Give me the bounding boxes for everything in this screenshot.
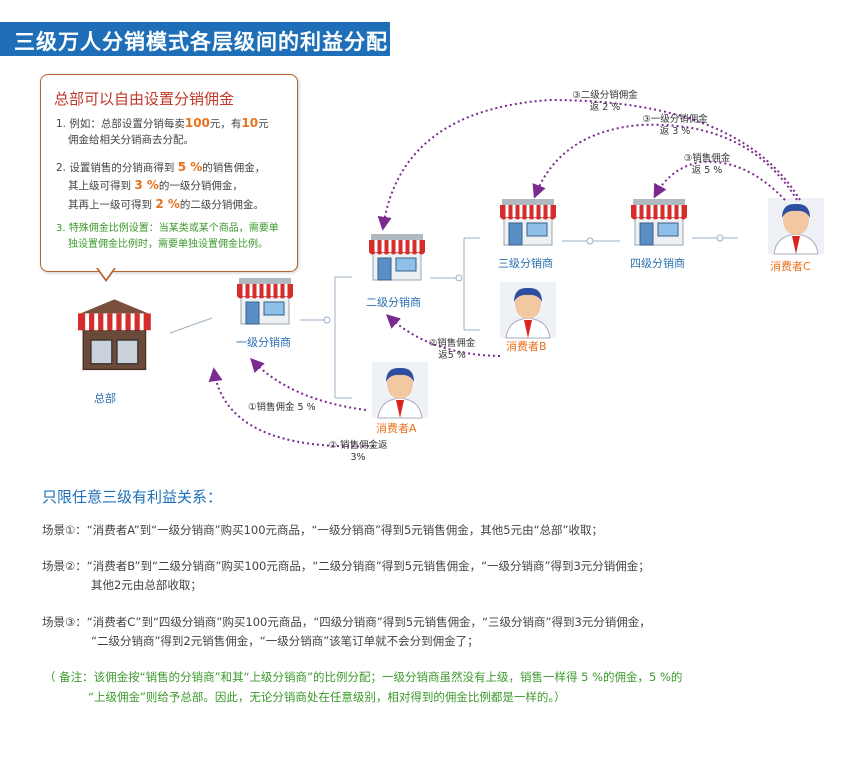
label-level2: 二级分销商 bbox=[366, 296, 421, 309]
item1-amount1: 100 bbox=[184, 116, 210, 130]
title-banner bbox=[0, 22, 390, 56]
item2-text-a: 2. 设置销售的分销商得到 bbox=[56, 162, 178, 174]
label-consumer-a: 消费者A bbox=[376, 422, 417, 435]
note-line1: （ 备注：该佣金按“销售的分销商”和其“上级分销商”的比例分配；一级分销商虽然没… bbox=[44, 670, 683, 684]
annotation-c3-line2: 返 2 % bbox=[589, 102, 621, 113]
label-consumer-c: 消费者C bbox=[770, 260, 811, 273]
label-level3: 三级分销商 bbox=[498, 257, 553, 270]
annotation-b1-line2: 返5 % bbox=[438, 350, 466, 361]
annotation-c3: ③二级分销佣金 返 2 % bbox=[560, 90, 650, 114]
bubble-item1-line2: 佣金给相关分销商去分配。 bbox=[68, 134, 194, 146]
item2-text-c: 其上级可得到 bbox=[68, 180, 135, 192]
scene-2-line2: 其他2元由总部收取； bbox=[91, 578, 202, 592]
item1-text-b: 元，有 bbox=[209, 118, 242, 130]
annotation-c3-line1: ③二级分销佣金 bbox=[572, 90, 638, 101]
annotation-c2-line2: 返 3 % bbox=[659, 126, 691, 137]
bubble-item2-line2: 其上级可得到 3 %的一级分销佣金， bbox=[68, 178, 243, 193]
annotation-a1: ①销售佣金 5 % bbox=[248, 402, 316, 413]
bubble-item1-line1: 1. 例如：总部设置分销每卖100元，有10元 bbox=[56, 116, 269, 131]
item2-text-f: 的二级分销佣金。 bbox=[179, 199, 264, 211]
item1-text-a: 1. 例如：总部设置分销每卖 bbox=[56, 118, 185, 130]
scene-2-line1: 场景②：“消费者B”到“二级分销商”购买100元商品，“二级分销商”得到5元销售… bbox=[42, 559, 650, 573]
store-icon-level4 bbox=[629, 197, 689, 247]
item2-pct3: 2 % bbox=[155, 197, 180, 211]
consumer-c-icon bbox=[767, 197, 825, 255]
label-level1: 一级分销商 bbox=[236, 336, 291, 349]
annotation-c1-line1: ③销售佣金 bbox=[683, 153, 731, 164]
annotation-c1-line2: 返 5 % bbox=[691, 165, 723, 176]
item1-text-c: 元 bbox=[258, 118, 269, 130]
scene-3-line1: 场景③：“消费者C”到“四级分销商”购买100元商品，“四级分销商”得到5元销售… bbox=[42, 615, 651, 629]
scene-3-line2: “二级分销商”得到2元销售佣金，“一级分销商”该笔订单就不会分到佣金了； bbox=[91, 634, 479, 648]
annotation-b1-line1: ②销售佣金 bbox=[428, 338, 476, 349]
bubble-item2-line3: 其再上一级可得到 2 %的二级分销佣金。 bbox=[68, 197, 264, 212]
page-title: 三级万人分销模式各层级间的利益分配 bbox=[14, 30, 388, 54]
connector-dots bbox=[323, 234, 724, 324]
bubble-item3-line1: 3. 特殊佣金比例设置：当某类或某个商品，需要单 bbox=[56, 223, 279, 234]
store-icon-level2 bbox=[367, 232, 427, 282]
bubble-item3-line2: 独设置佣金比例时，需要单独设置佣金比例。 bbox=[68, 239, 268, 250]
store-icon-level3 bbox=[498, 197, 558, 247]
note-line2: “上级佣金”则给予总部。因此，无论分销商处在任意级别，相对得到的佣金比例都是一样… bbox=[88, 690, 566, 704]
item2-text-d: 的一级分销佣金， bbox=[158, 180, 243, 192]
commission-arrows bbox=[208, 98, 801, 448]
bubble-item2-line1: 2. 设置销售的分销商得到 5 %的销售佣金， bbox=[56, 160, 265, 175]
hierarchy-lines bbox=[169, 237, 738, 399]
item2-text-b: 的销售佣金， bbox=[202, 162, 266, 174]
label-level4: 四级分销商 bbox=[630, 257, 685, 270]
label-consumer-b: 消费者B bbox=[506, 340, 547, 353]
bubble-tail-inner bbox=[98, 268, 114, 279]
item2-pct2: 3 % bbox=[134, 178, 159, 192]
item2-text-e: 其再上一级可得到 bbox=[68, 199, 156, 211]
label-hq: 总部 bbox=[94, 392, 116, 405]
info-bubble bbox=[40, 74, 298, 272]
annotation-c2: ③一级分销佣金 返 3 % bbox=[630, 114, 720, 138]
annotation-c1: ③销售佣金 返 5 % bbox=[672, 153, 742, 177]
section-title: 只限任意三级有利益关系： bbox=[42, 488, 223, 506]
item2-pct1: 5 % bbox=[177, 160, 203, 174]
annotation-a2-line2: 3% bbox=[350, 452, 366, 463]
annotation-c2-line1: ③一级分销佣金 bbox=[642, 114, 708, 125]
scene-1: 场景①：“消费者A”到“一级分销商”购买100元商品，“一级分销商”得到5元销售… bbox=[42, 523, 603, 537]
annotation-a2: ② 销售佣金返 3% bbox=[308, 440, 408, 464]
consumer-b-icon bbox=[499, 281, 557, 339]
annotation-a2-line1: ② 销售佣金返 bbox=[328, 440, 388, 451]
bubble-heading: 总部可以自由设置分销佣金 bbox=[54, 90, 235, 108]
hq-store-icon bbox=[78, 299, 151, 371]
store-icon-level1 bbox=[235, 276, 295, 326]
item1-amount2: 10 bbox=[241, 116, 259, 130]
annotation-b1: ②销售佣金 返5 % bbox=[420, 338, 484, 362]
distribution-diagram bbox=[78, 98, 825, 448]
consumer-a-icon bbox=[371, 361, 429, 419]
